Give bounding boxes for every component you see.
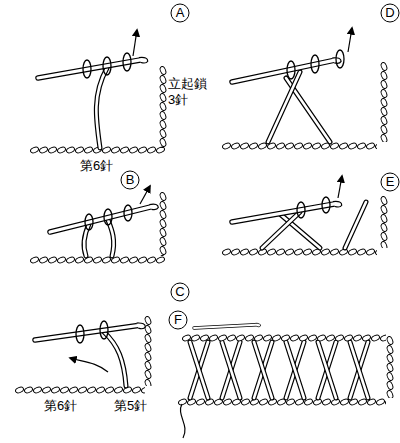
step-letter: B <box>120 170 140 190</box>
step-letter-circle: B <box>120 170 140 190</box>
stitch-label: 立起鎖 3針 <box>168 76 212 107</box>
step-letter: E <box>380 172 400 192</box>
stitch-label: 第6針 <box>44 398 77 414</box>
step-letter: A <box>170 3 190 23</box>
step-letter: C <box>170 282 190 302</box>
stitch-label: 第6針 <box>80 158 113 174</box>
step-letter-circle: C <box>170 282 190 302</box>
step-letter-circle: E <box>380 172 400 192</box>
step-letter-circle: A <box>170 3 190 23</box>
chain <box>30 66 167 154</box>
step-letter-circle: D <box>380 3 400 23</box>
step-letter: F <box>168 310 188 330</box>
stitch-label: 第5針 <box>114 398 147 414</box>
step-letter: D <box>380 3 400 23</box>
step-letter-circle: F <box>168 310 188 330</box>
